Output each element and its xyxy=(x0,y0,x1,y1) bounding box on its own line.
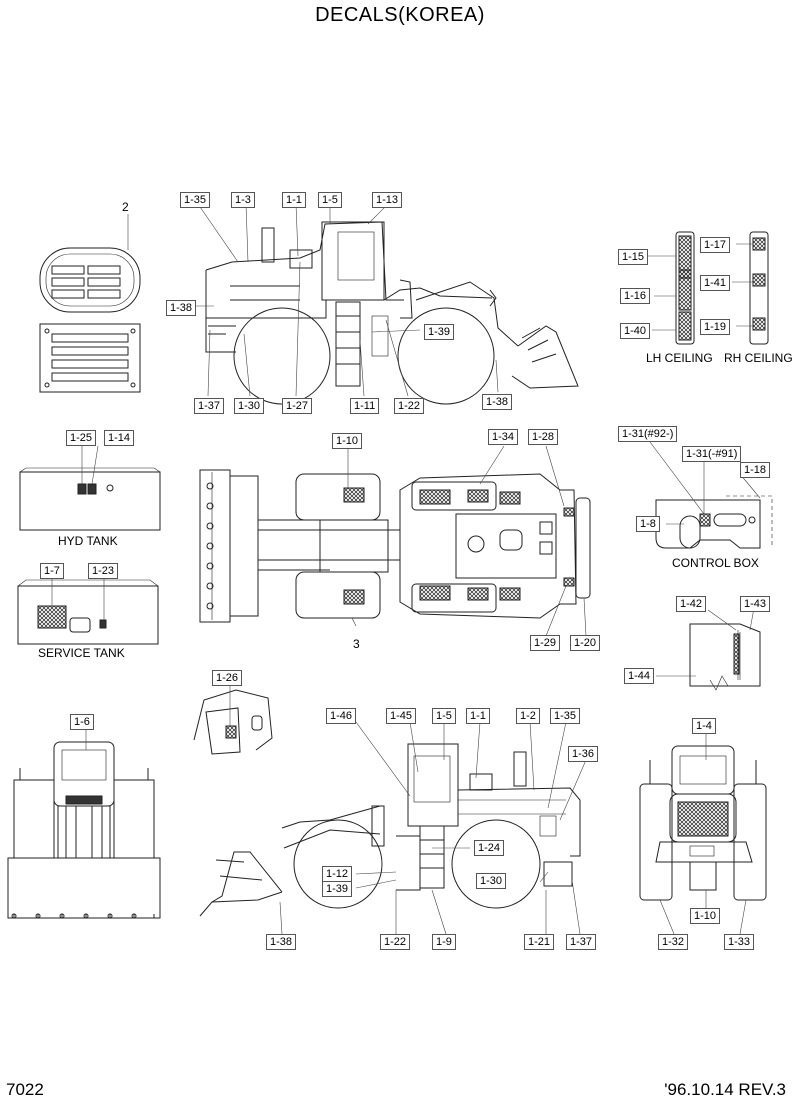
callout-tag: 1-35 xyxy=(550,708,581,724)
callout-tag: 1-27 xyxy=(282,398,313,414)
callout-tag: 1-15 xyxy=(618,249,649,265)
callout-tag: 1-22 xyxy=(380,934,411,950)
callout-tag: 1-34 xyxy=(488,429,519,445)
callout-tag: 1-37 xyxy=(194,398,225,414)
callout-tag: 1-3 xyxy=(231,192,255,208)
callout-tag: 1-18 xyxy=(740,462,771,478)
callout-tag: 1-28 xyxy=(528,429,559,445)
callout-tag: 1-38 xyxy=(166,300,197,316)
lh-ceiling-label: LH CEILING xyxy=(646,351,713,365)
hyd-tank-label: HYD TANK xyxy=(58,534,118,548)
loader-rear-view xyxy=(639,745,767,901)
callout-tag: 1-1 xyxy=(282,192,306,208)
callout-tag: 1-42 xyxy=(676,596,707,612)
loader-side-view-top xyxy=(205,221,579,405)
callout-tag: 1-31(#92-) xyxy=(618,426,678,442)
callout-tag: 1-10 xyxy=(690,908,721,924)
callout-tag: 1-4 xyxy=(692,718,716,734)
callout-tag: 1-44 xyxy=(624,668,655,684)
callout-tag: 1-33 xyxy=(724,934,755,950)
callout-tag: 1-39 xyxy=(322,881,353,897)
callout-tag: 1-5 xyxy=(318,192,342,208)
callout-tag: 1-12 xyxy=(322,866,353,882)
callout-tag: 1-2 xyxy=(516,708,540,724)
callout-tag: 1-17 xyxy=(700,237,731,253)
oval-plate xyxy=(39,247,141,313)
callout-tag: 1-8 xyxy=(636,516,660,532)
control-box xyxy=(655,495,773,549)
callout-tag: 1-11 xyxy=(350,398,380,414)
lh-ceiling xyxy=(675,231,695,345)
callout-tag: 1-21 xyxy=(524,934,555,950)
callout-tag: 1-36 xyxy=(568,746,599,762)
loader-front-view xyxy=(7,741,161,919)
callout-tag: 1-45 xyxy=(386,708,417,724)
callout-tag: 1-46 xyxy=(326,708,357,724)
callout-tag: 1-16 xyxy=(620,288,651,304)
callout-tag: 1-7 xyxy=(40,563,64,579)
callout-tag: 1-23 xyxy=(88,563,119,579)
callout-tag: 1-41 xyxy=(700,275,731,291)
callout-tag: 1-26 xyxy=(212,670,243,686)
callout-tag: 1-25 xyxy=(66,430,97,446)
callout-tag: 1-43 xyxy=(740,596,771,612)
loader-top-view xyxy=(199,469,591,623)
service-tank-label: SERVICE TANK xyxy=(38,646,125,660)
callout-tag: 1-31(-#91) xyxy=(682,446,742,462)
revision-label: '96.10.14 REV.3 xyxy=(664,1080,786,1099)
callout-tag: 1-24 xyxy=(474,840,505,856)
rh-ceiling-label: RH CEILING xyxy=(724,351,793,365)
callout-tag: 1-38 xyxy=(266,934,297,950)
callout-tag: 1-19 xyxy=(700,319,731,335)
callout-tag: 1-30 xyxy=(234,398,265,414)
page-number: 7022 xyxy=(6,1080,44,1099)
page-title: DECALS(KOREA) xyxy=(315,4,485,26)
cab-detail xyxy=(193,689,273,755)
callout-tag: 1-29 xyxy=(530,635,561,651)
callout-tag: 1-1 xyxy=(466,708,490,724)
top-view-ref-label: 3 xyxy=(353,637,360,651)
callout-tag: 1-9 xyxy=(432,934,456,950)
plate-ref-label: 2 xyxy=(122,200,129,214)
callout-tag: 1-39 xyxy=(424,324,455,340)
edge-detail xyxy=(689,623,761,691)
callout-tag: 1-20 xyxy=(570,635,601,651)
callout-tag: 1-40 xyxy=(620,323,651,339)
rect-plate xyxy=(39,323,141,393)
callout-tag: 1-32 xyxy=(658,934,689,950)
callout-tag: 1-30 xyxy=(476,873,507,889)
callout-tag: 1-10 xyxy=(332,433,363,449)
callout-tag: 1-38 xyxy=(482,394,513,410)
service-tank xyxy=(17,579,159,645)
hyd-tank xyxy=(19,467,161,531)
callout-tag: 1-37 xyxy=(566,934,597,950)
callout-tag: 1-5 xyxy=(432,708,456,724)
loader-side-view-bottom xyxy=(199,743,581,917)
callout-tag: 1-14 xyxy=(104,430,135,446)
callout-tag: 1-35 xyxy=(180,192,211,208)
control-box-label: CONTROL BOX xyxy=(672,556,759,570)
rh-ceiling xyxy=(749,231,769,345)
callout-tag: 1-6 xyxy=(70,714,94,730)
callout-tag: 1-22 xyxy=(394,398,425,414)
callout-tag: 1-13 xyxy=(372,192,403,208)
